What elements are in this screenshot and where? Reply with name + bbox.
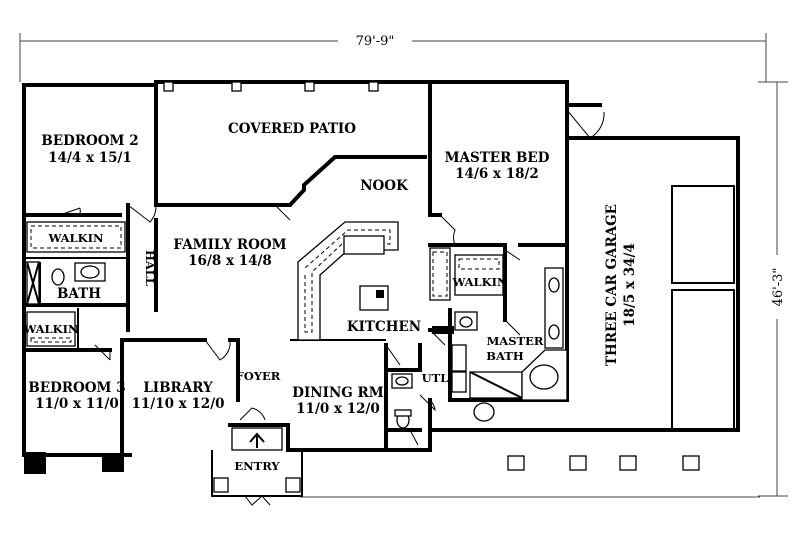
walkin-bed2-name: WALKIN [47, 231, 104, 245]
hall-name: HALL [143, 250, 157, 286]
master-bath-fixtures [451, 254, 568, 422]
master-bath-name-line2: BATH [486, 349, 524, 363]
walkin-closet-bed2 [26, 221, 126, 253]
family-room-size: 16/8 x 14/8 [188, 253, 272, 269]
entry-porch [211, 427, 303, 506]
master-bath-name-line1: MASTER [487, 334, 544, 348]
bath-name: BATH [57, 286, 101, 302]
master-bed-name: MASTER BED [445, 150, 550, 166]
walkin-bed3-name: WALKIN [22, 322, 79, 336]
overall-depth-label: 46'-3" [771, 268, 786, 307]
room-labels: BEDROOM 2 14/4 x 15/1 COVERED PATIO MAST… [22, 121, 638, 473]
covered-patio-name: COVERED PATIO [228, 121, 356, 137]
dim-depth-bg [768, 255, 786, 319]
dining-size: 11/0 x 12/0 [296, 401, 380, 417]
bath-fixtures [26, 261, 106, 305]
dining-name: DINING RM [292, 385, 383, 401]
bedroom3-name: BEDROOM 3 [28, 380, 125, 396]
family-room-name: FAMILY ROOM [173, 237, 286, 253]
walkin-closet-bed3 [26, 311, 76, 347]
library-name: LIBRARY [143, 380, 213, 396]
utility-fixtures [391, 373, 413, 429]
entry-name: ENTRY [234, 459, 280, 473]
bedroom3-size: 11/0 x 11/0 [35, 396, 119, 412]
kitchen-counters [297, 221, 454, 341]
columns [24, 81, 700, 474]
utl-name: UTL [422, 371, 449, 385]
walkin-master-name: WALKIN [451, 275, 508, 289]
garage-name: THREE CAR GARAGE [604, 204, 620, 366]
foyer-name: FOYER [236, 369, 281, 383]
garage-size: 18/5 x 34/4 [622, 243, 638, 327]
kitchen-name: KITCHEN [347, 319, 421, 335]
doors [59, 109, 605, 446]
bedroom2-size: 14/4 x 15/1 [48, 150, 132, 166]
bedroom2-name: BEDROOM 2 [41, 133, 138, 149]
library-size: 11/10 x 12/0 [131, 396, 224, 412]
master-bed-size: 14/6 x 18/2 [455, 166, 539, 182]
nook-name: NOOK [360, 178, 409, 194]
garage-bays [565, 185, 735, 431]
overall-width-label: 79'-9" [356, 34, 395, 49]
dim-width-bg [338, 32, 412, 48]
